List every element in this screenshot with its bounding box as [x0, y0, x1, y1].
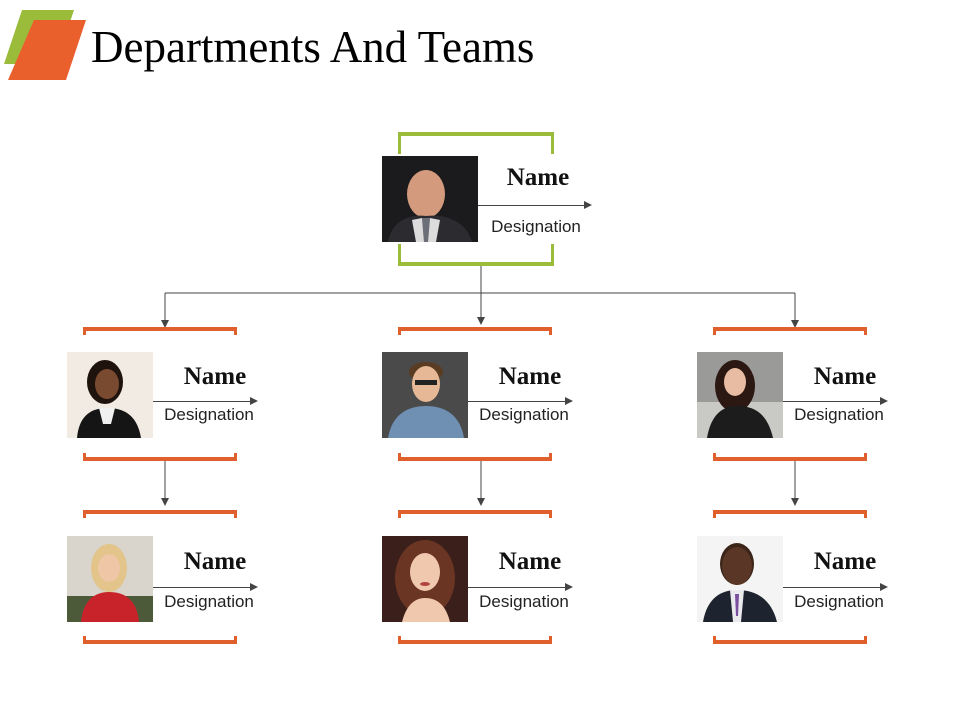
arrow-line	[478, 205, 584, 206]
org-node-level1-1: Name Designation	[67, 327, 297, 461]
page-title: Departments And Teams	[91, 22, 535, 72]
node-designation: Designation	[794, 592, 884, 611]
bracket-bottom	[713, 636, 867, 644]
arrow-head-icon	[880, 583, 888, 591]
bracket-top	[83, 327, 237, 335]
node-designation: Designation	[491, 217, 581, 236]
node-name: Name	[498, 548, 562, 575]
bracket-bottom	[398, 244, 554, 266]
photo-level2-1	[67, 536, 153, 622]
arrow-line	[783, 401, 883, 402]
photo-level1-3	[697, 352, 783, 438]
bracket-top	[398, 327, 552, 335]
bracket-bottom	[713, 453, 867, 461]
node-designation: Designation	[164, 405, 254, 424]
bracket-bottom	[398, 453, 552, 461]
bracket-top	[398, 132, 554, 154]
photo-level2-2	[382, 536, 468, 622]
arrow-head-icon	[250, 397, 258, 405]
node-name: Name	[813, 548, 877, 575]
photo-level1-1	[67, 352, 153, 438]
photo-root	[382, 156, 478, 242]
arrow-head-icon	[250, 583, 258, 591]
photo-level2-3	[697, 536, 783, 622]
org-node-level2-2: Name Designation	[382, 510, 612, 644]
org-node-level2-1: Name Designation	[67, 510, 297, 644]
node-designation: Designation	[794, 405, 884, 424]
bracket-top	[398, 510, 552, 518]
arrow-head-icon	[565, 583, 573, 591]
arrow-line	[783, 587, 883, 588]
node-designation: Designation	[479, 405, 569, 424]
bracket-top	[713, 510, 867, 518]
node-name: Name	[183, 363, 247, 390]
node-name: Name	[506, 164, 570, 191]
org-node-level1-2: Name Designation	[382, 327, 612, 461]
arrow-line	[153, 587, 253, 588]
bracket-top	[83, 510, 237, 518]
node-designation: Designation	[164, 592, 254, 611]
bracket-bottom	[83, 453, 237, 461]
org-node-level2-3: Name Designation	[697, 510, 927, 644]
bracket-top	[713, 327, 867, 335]
arrow-head-icon	[880, 397, 888, 405]
arrow-line	[153, 401, 253, 402]
org-node-level1-3: Name Designation	[697, 327, 927, 461]
node-name: Name	[813, 363, 877, 390]
org-node-root: Name Designation	[382, 132, 612, 266]
node-name: Name	[498, 363, 562, 390]
arrow-head-icon	[565, 397, 573, 405]
bracket-bottom	[83, 636, 237, 644]
photo-level1-2	[382, 352, 468, 438]
node-designation: Designation	[479, 592, 569, 611]
slide-logo-icon	[4, 10, 86, 80]
arrow-line	[468, 587, 568, 588]
node-name: Name	[183, 548, 247, 575]
bracket-bottom	[398, 636, 552, 644]
arrow-head-icon	[584, 201, 592, 209]
arrow-line	[468, 401, 568, 402]
